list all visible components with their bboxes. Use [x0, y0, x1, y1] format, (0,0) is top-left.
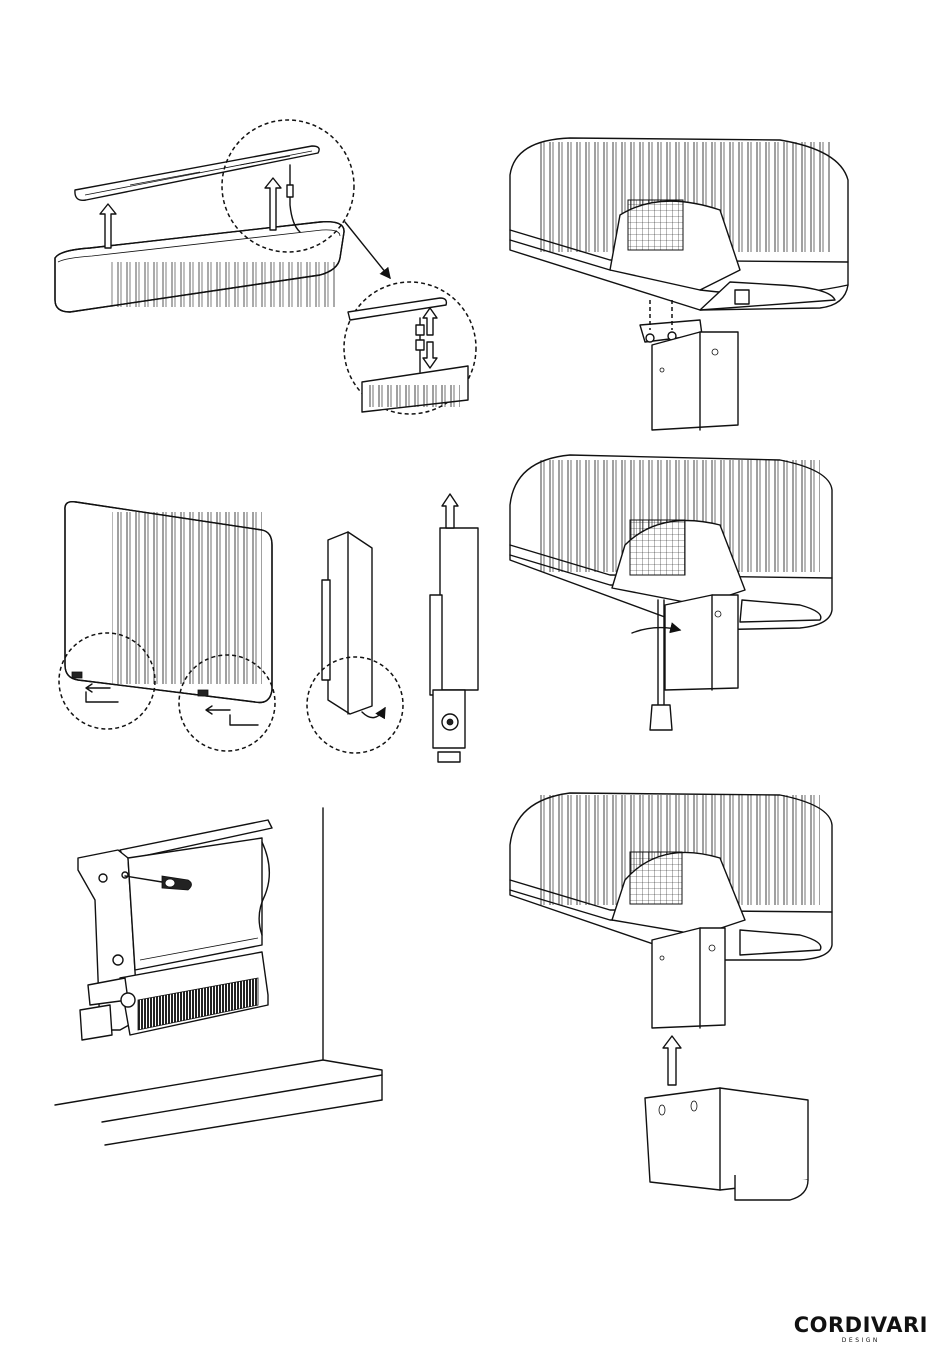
- figure-wall-bracket-screwdriver: [55, 808, 382, 1145]
- figure-top-cover-removal: [55, 120, 476, 414]
- figure-bottom-detail-mounting-plate: [510, 138, 848, 430]
- figure-bottom-detail-cover-fit: [510, 793, 832, 1200]
- figure-side-panel-lift: [430, 494, 478, 762]
- figure-side-panel-screws-release: [59, 502, 275, 751]
- brand-subtitle: DESIGN: [794, 1338, 928, 1344]
- figure-side-panel-rotate: [307, 532, 403, 753]
- brand-logo: CORDIVARI DESIGN: [794, 1315, 928, 1344]
- figure-bottom-detail-rotate-connector: [510, 455, 832, 730]
- brand-name: CORDIVARI: [794, 1315, 928, 1336]
